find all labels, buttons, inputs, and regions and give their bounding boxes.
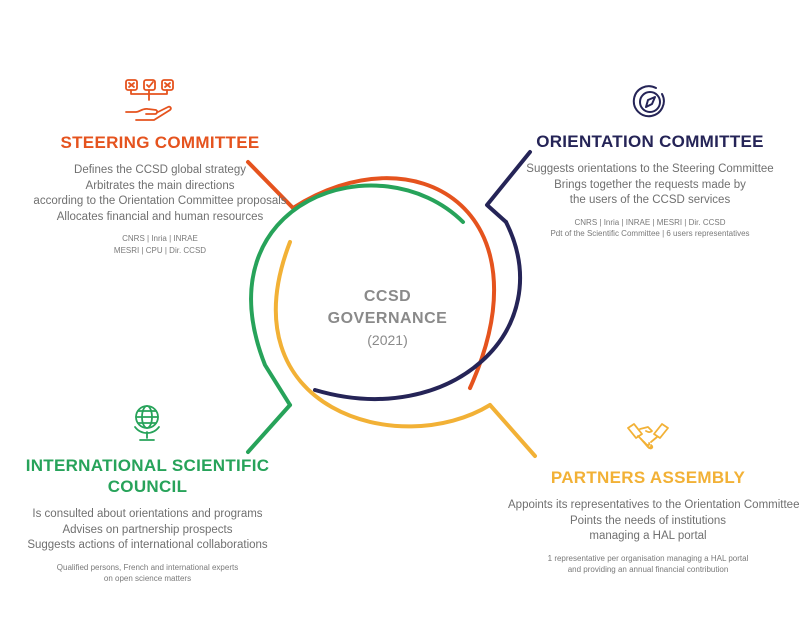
steering-committee-block: STEERING COMMITTEE Defines the CCSD glob… [15,132,305,256]
orientation-ring [313,220,522,401]
international-scientific-council-block: INTERNATIONAL SCIENTIFIC COUNCIL Is cons… [10,455,285,585]
orientation-description: Suggests orientations to the Steering Co… [510,162,790,209]
orientation-members-line: Pdt of the Scientific Committee | 6 user… [550,229,750,238]
orientation-connector [485,150,532,224]
steering-desc-line: according to the Orientation Committee p… [33,195,287,207]
partners-desc-line: Points the needs of institutions [570,514,726,527]
orientation-title: ORIENTATION COMMITTEE [536,132,764,151]
steering-ring [291,176,497,390]
steering-members: CNRS | Inria | INRAE MESRI | CPU | Dir. … [15,233,305,256]
orientation-desc-line: Brings together the requests made by [554,178,746,191]
steering-desc-line: Arbitrates the main directions [85,179,235,192]
orientation-desc-line: the users of the CCSD services [569,194,731,206]
council-title-line1: INTERNATIONAL SCIENTIFIC [25,456,270,475]
steering-members-line: CNRS | Inria | INRAE [122,234,198,243]
council-desc-line: Suggests actions of international collab… [27,539,268,551]
center-label: CCSD GOVERNANCE (2021) [300,286,475,350]
vote-hand-icon [125,79,174,121]
globe-icon [134,405,160,441]
center-title-line2: GOVERNANCE [327,310,448,327]
council-title-line2: COUNCIL [107,477,188,496]
partners-assembly-block: PARTNERS ASSEMBLY Appoints its represent… [508,467,800,576]
partners-ring [273,240,492,429]
partners-members-line: 1 representative per organisation managi… [547,553,749,563]
steering-title: STEERING COMMITTEE [60,133,260,152]
council-ring [249,183,465,407]
council-members-line: on open science matters [103,574,192,583]
council-desc-line: Is consulted about orientations and prog… [32,508,263,520]
handshake-icon [627,423,669,450]
orientation-members: CNRS | Inria | INRAE | MESRI | Dir. CCSD… [510,217,790,240]
council-members-line: Qualified persons, French and internatio… [56,562,239,572]
center-year: (2021) [367,332,408,348]
compass-icon [632,85,665,118]
council-members: Qualified persons, French and internatio… [10,562,285,585]
partners-title: PARTNERS ASSEMBLY [550,468,746,487]
steering-desc-line: Allocates financial and human resources [56,210,264,223]
partners-desc-line: managing a HAL portal [589,530,707,542]
council-desc-line: Advises on partnership prospects [62,523,233,536]
orientation-desc-line: Suggests orientations to the Steering Co… [526,163,774,175]
partners-desc-line: Appoints its representatives to the Orie… [508,499,800,511]
partners-connector [488,403,537,458]
steering-desc-line: Defines the CCSD global strategy [74,164,246,176]
center-title-line1: CCSD [363,288,412,305]
council-description: Is consulted about orientations and prog… [10,507,285,554]
steering-description: Defines the CCSD global strategy Arbitra… [15,163,305,225]
partners-members-line: and providing an annual financial contri… [567,565,729,574]
council-connector [246,403,292,454]
orientation-members-line: CNRS | Inria | INRAE | MESRI | Dir. CCSD [574,217,726,227]
steering-members-line: MESRI | CPU | Dir. CCSD [113,245,207,255]
partners-description: Appoints its representatives to the Orie… [508,498,800,545]
partners-members: 1 representative per organisation managi… [508,553,788,576]
steering-connector [246,160,295,210]
orientation-committee-block: ORIENTATION COMMITTEE Suggests orientati… [510,131,790,240]
